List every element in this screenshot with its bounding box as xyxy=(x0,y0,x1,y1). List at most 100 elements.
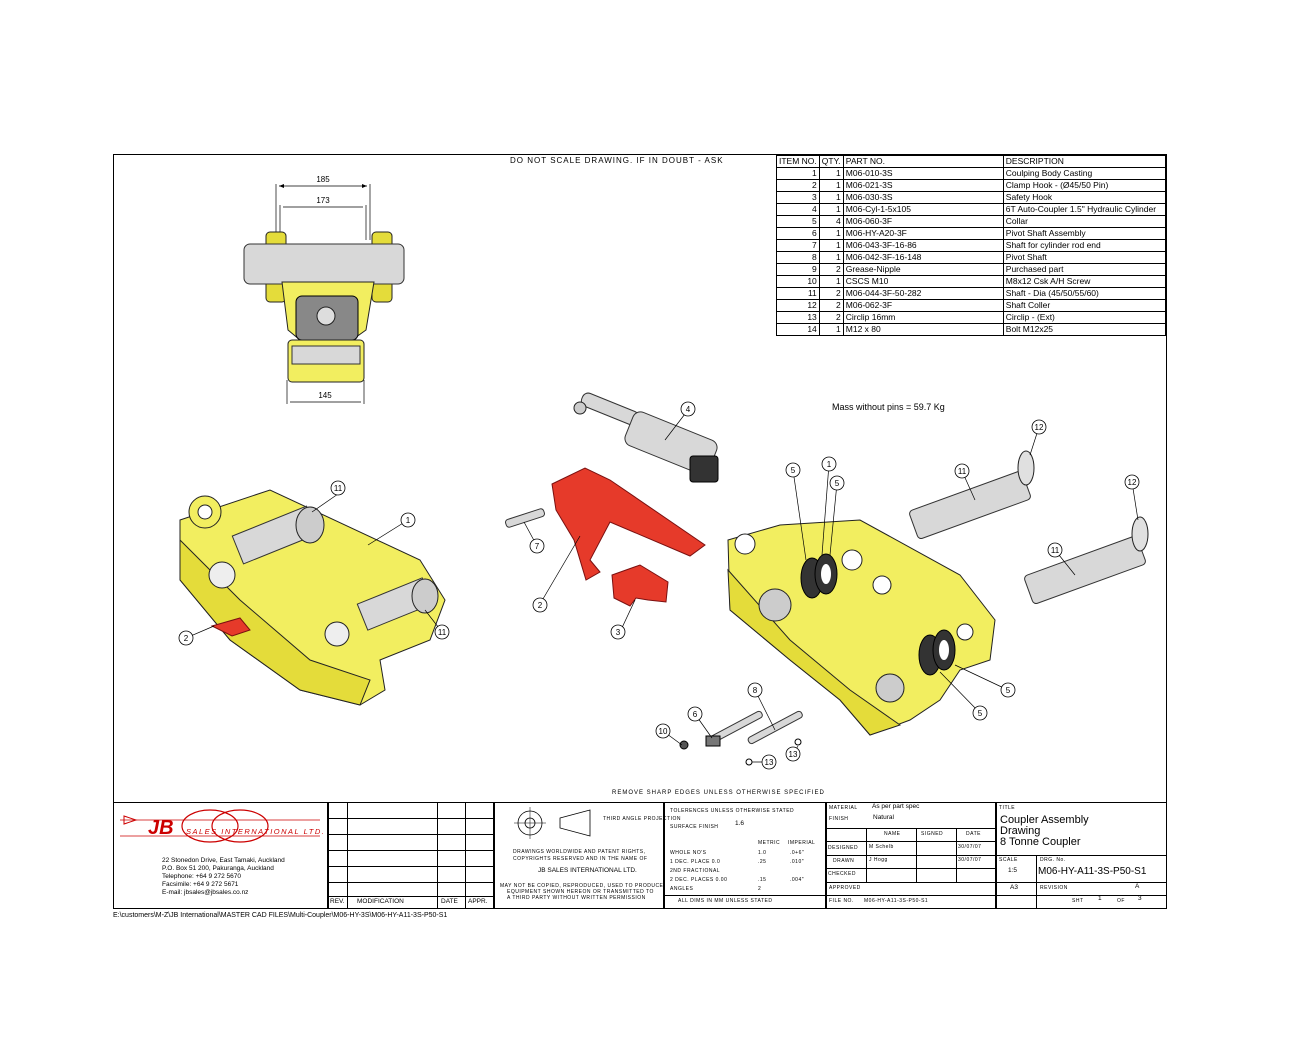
svg-text:3: 3 xyxy=(616,628,621,637)
svg-text:12: 12 xyxy=(1035,423,1044,432)
svg-text:5: 5 xyxy=(835,479,840,488)
svg-text:6: 6 xyxy=(693,710,698,719)
item-balloons: 11 1 2 11 4 2 3 7 5 1 5 11 12 11 12 5 5 … xyxy=(178,401,1140,770)
copyright-company: JB SALES INTERNATIONAL LTD. xyxy=(538,867,637,874)
size-value: A3 xyxy=(1010,884,1018,891)
drawn-name: J Hogg xyxy=(869,857,888,863)
logo-jb: JB xyxy=(148,817,174,839)
tolerance-metric: 2 xyxy=(758,886,762,892)
company-box xyxy=(113,802,328,909)
of-value: 3 xyxy=(1138,895,1142,902)
svg-text:13: 13 xyxy=(789,750,798,759)
svg-text:5: 5 xyxy=(978,709,983,718)
balloon-12-a: 12 xyxy=(1031,419,1047,435)
name-col-label: NAME xyxy=(884,831,901,837)
tolerance-metric: .15 xyxy=(758,877,767,883)
drg-value: M06-HY-A11-3S-P50-S1 xyxy=(1038,866,1147,877)
copyright-line2: COPYRIGHTS RESERVED AND IN THE NAME OF xyxy=(513,856,648,862)
balloon-5-d: 5 xyxy=(972,705,988,721)
balloon-7: 7 xyxy=(529,538,545,554)
svg-text:11: 11 xyxy=(958,467,967,476)
tolerance-metric: 1.0 xyxy=(758,850,767,856)
file-no-value: M06-HY-A11-3S-P50-S1 xyxy=(864,898,929,904)
approved-label: APPROVED xyxy=(829,885,861,891)
checked-label: CHECKED xyxy=(828,871,856,877)
small-parts xyxy=(679,710,803,766)
title-line1: Coupler Assembly xyxy=(1000,814,1089,826)
tolerance-box xyxy=(664,802,826,909)
svg-text:2: 2 xyxy=(184,634,189,643)
mass-note: Mass without pins = 59.7 Kg xyxy=(832,402,945,412)
tolerance-row-label: WHOLE NO'S xyxy=(670,850,707,856)
clamp-hook xyxy=(505,467,706,607)
material-value: As per part spec xyxy=(872,803,920,810)
revision-label: REVISION xyxy=(1040,885,1068,891)
appr-header: APPR. xyxy=(468,898,488,905)
projection-label: THIRD ANGLE PROJECTION xyxy=(603,816,681,822)
drawn-date: 30/07/07 xyxy=(958,857,982,863)
copyright-line3: MAY NOT BE COPIED, REPRODUCED, USED TO P… xyxy=(500,883,664,889)
svg-text:1: 1 xyxy=(406,516,411,525)
dim-173: 173 xyxy=(316,196,330,205)
company-address1: 22 Stonedon Drive, East Tamaki, Auckland xyxy=(162,857,285,864)
surface-finish-value: 1.6 xyxy=(735,820,745,827)
imperial-label: IMPERIAL xyxy=(788,840,816,846)
balloon-1-b: 1 xyxy=(821,456,837,472)
scale-value: 1:5 xyxy=(1008,867,1018,874)
svg-text:12: 12 xyxy=(1128,478,1137,487)
company-email: E-mail: jbsales@jbsales.co.nz xyxy=(162,889,249,896)
balloon-13-b: 13 xyxy=(785,746,801,762)
balloon-10: 10 xyxy=(655,723,671,739)
title-line3: 8 Tonne Coupler xyxy=(1000,836,1081,848)
rev-header: REV. xyxy=(330,898,345,905)
top-view xyxy=(243,184,405,404)
tolerance-row-label: ANGLES xyxy=(670,886,694,892)
drawn-label: DRAWN xyxy=(833,858,855,864)
assembled-view xyxy=(179,489,446,706)
svg-text:5: 5 xyxy=(791,466,796,475)
tolerance-imperial: .0+6" xyxy=(790,850,805,856)
svg-text:13: 13 xyxy=(765,758,774,767)
balloon-2-b: 2 xyxy=(532,597,548,613)
logo-subtitle: SALES INTERNATIONAL LTD. xyxy=(186,827,326,836)
metric-label: METRIC xyxy=(758,840,781,846)
sheet-label: SHT xyxy=(1072,898,1084,904)
revision-value: A xyxy=(1135,883,1140,890)
balloon-11-a: 11 xyxy=(330,480,346,496)
projection-box xyxy=(494,802,664,909)
scale-notice: DO NOT SCALE DRAWING. IF IN DOUBT - ASK xyxy=(510,156,724,165)
date-header: DATE xyxy=(441,898,458,905)
balloon-5-a: 5 xyxy=(785,462,801,478)
title-label: TITLE xyxy=(999,805,1016,811)
balloon-11-c: 11 xyxy=(954,463,970,479)
svg-text:10: 10 xyxy=(659,727,668,736)
svg-text:8: 8 xyxy=(753,686,758,695)
tolerance-title: TOLERENCES UNLESS OTHERWISE STATED xyxy=(670,808,795,814)
svg-text:11: 11 xyxy=(1051,546,1060,555)
bom-part-no: M12 x 80 xyxy=(842,323,1004,336)
balloon-4: 4 xyxy=(680,401,696,417)
units-note: ALL DIMS IN MM UNLESS STATED xyxy=(678,898,773,904)
copyright-line1: DRAWINGS WORLDWIDE AND PATENT RIGHTS, xyxy=(513,849,646,855)
svg-text:11: 11 xyxy=(438,628,447,637)
company-facsimile: Facsimile: +64 9 272 5671 xyxy=(162,881,239,888)
svg-text:5: 5 xyxy=(1006,686,1011,695)
balloon-8: 8 xyxy=(747,682,763,698)
balloon-11-b: 11 xyxy=(434,624,450,640)
material-label: MATERIAL xyxy=(829,805,858,811)
dim-145: 145 xyxy=(318,391,332,400)
designed-name: M Schelb xyxy=(869,844,894,850)
revision-box xyxy=(328,802,494,909)
designed-label: DESIGNED xyxy=(828,845,859,851)
svg-text:7: 7 xyxy=(535,542,540,551)
sheet-value: 1 xyxy=(1098,895,1102,902)
finish-label: FINISH xyxy=(829,816,849,822)
tolerance-imperial: .004" xyxy=(790,877,805,883)
